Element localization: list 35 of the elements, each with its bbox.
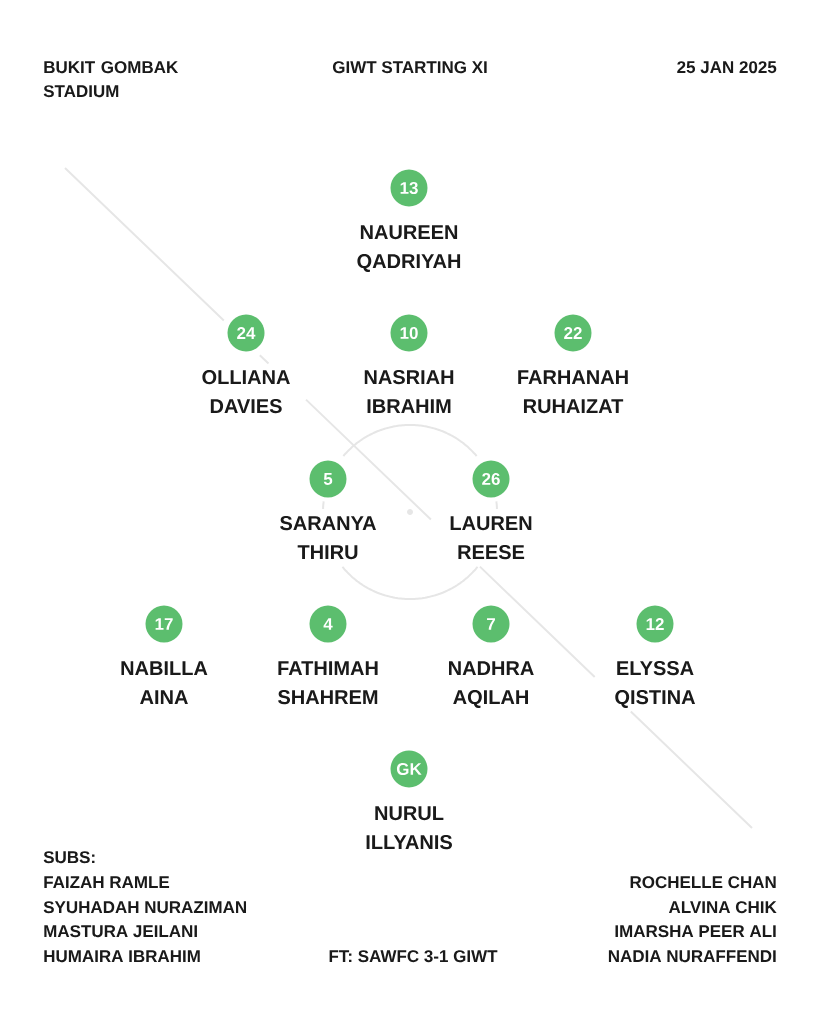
player-name: NURUL ILLYANIS — [366, 806, 452, 850]
substitute-name: HUMAIRA IBRAHIM — [44, 950, 200, 963]
number-badge: 22 — [554, 314, 592, 352]
player-name: LAUREN REESE — [450, 516, 532, 560]
number-badge: 26 — [472, 460, 510, 498]
player-name: OLLIANA DAVIES — [202, 370, 290, 414]
title: GIWT STARTING XI — [332, 61, 487, 74]
score-text: FT: SAWFC 3-1 GIWT — [329, 950, 498, 963]
number-badge: 12 — [636, 605, 674, 643]
substitute-name: SYUHADAH NURAZIMAN — [43, 901, 246, 914]
substitute-name: NADIA NURAFFENDI — [608, 950, 776, 963]
venue-text: BUKIT GOMBAK STADIUM — [43, 61, 179, 98]
number-badge: 10 — [390, 314, 428, 352]
substitute-name: IMARSHA PEER ALI — [615, 925, 776, 938]
player-name: NABILLA AINA — [121, 661, 208, 704]
player-name: SARANYA THIRU — [280, 516, 376, 560]
number-badge: 13 — [390, 169, 428, 207]
substitute-name: FAIZAH RAMLE — [44, 876, 170, 888]
player-name: FARHANAH RUHAIZAT — [518, 370, 628, 414]
number-badge: 4 — [309, 605, 347, 643]
date-text: 25 JAN 2025 — [677, 61, 777, 74]
number-badge: 17 — [145, 605, 183, 643]
player-name: FATHIMAH SHAHREM — [278, 661, 378, 705]
number-badge: GK — [390, 750, 428, 788]
player-name: NASRIAH IBRAHIM — [364, 370, 454, 413]
number-badge: 5 — [309, 460, 347, 498]
player-name: NAUREEN QADRIYAH — [357, 225, 461, 272]
player-name: ELYSSA QISTINA — [615, 661, 696, 708]
substitute-name: ROCHELLE CHAN — [630, 876, 776, 889]
player-name: NADHRA AQILAH — [449, 661, 534, 708]
subs-heading: SUBS: — [43, 851, 95, 864]
number-badge: 24 — [227, 314, 265, 352]
substitute-name: MASTURA JEILANI — [44, 925, 197, 938]
number-badge: 7 — [472, 605, 510, 643]
substitute-name: ALVINA CHIK — [668, 901, 777, 914]
